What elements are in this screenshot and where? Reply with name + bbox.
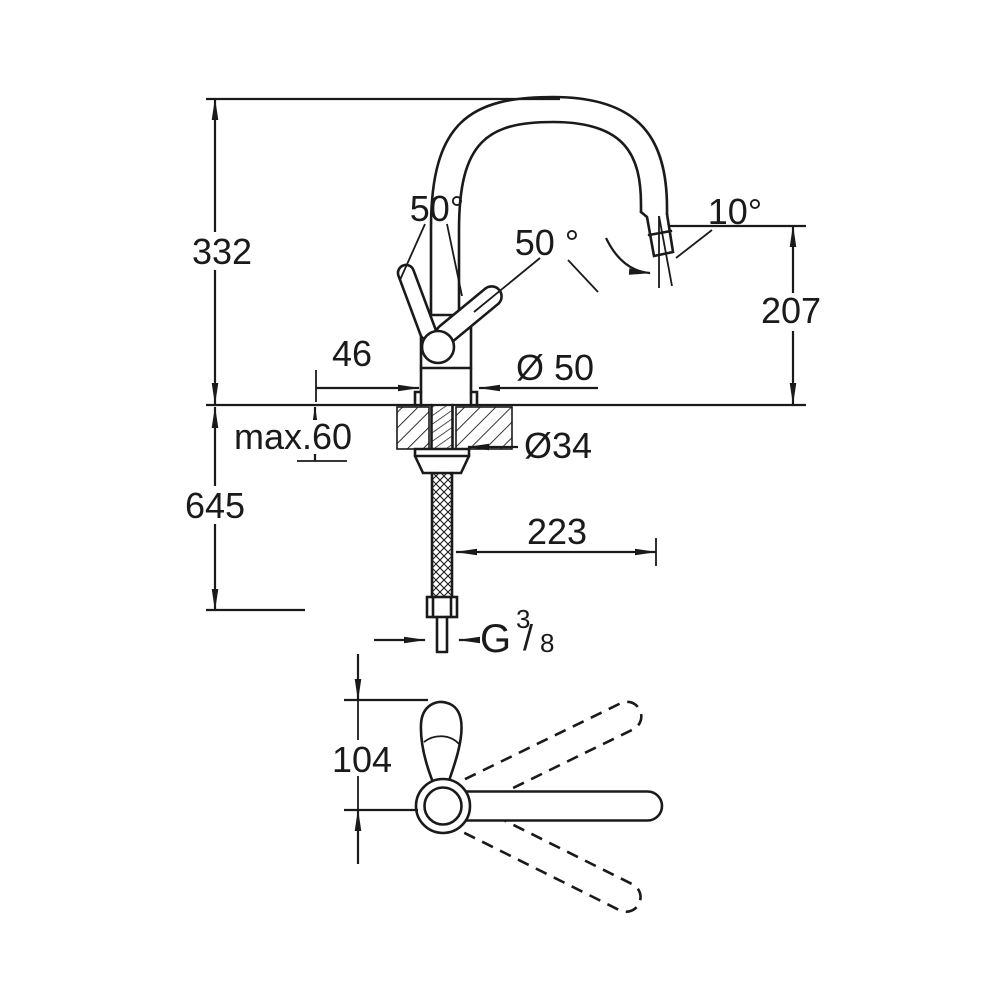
dimension-332: 332 — [188, 97, 560, 405]
spout-outer-curve — [429, 95, 669, 317]
dim-207-label: 207 — [761, 290, 821, 331]
handle-angle-leaders — [399, 223, 599, 313]
spout-outlet — [639, 210, 675, 258]
dimension-104: 104 — [328, 654, 428, 864]
flexible-hose — [430, 471, 454, 599]
mounting-nut — [413, 447, 471, 475]
angle-arrow-arc — [605, 237, 651, 275]
dimension-dia-50: Ø 50 — [478, 347, 598, 392]
connection-pipe — [435, 615, 449, 654]
dim-104-label: 104 — [332, 739, 392, 780]
dimension-dia-34: Ø34 — [467, 425, 592, 466]
spout-top-view — [438, 790, 664, 822]
angle-50-left-label: 50° — [410, 188, 464, 229]
thread-denominator: 8 — [540, 628, 554, 658]
hose-connector — [425, 595, 459, 619]
faucet-side-view — [206, 95, 806, 654]
spout-inner-curve — [457, 120, 643, 317]
handle-top-view-detail — [423, 735, 460, 745]
dim-dia34-label: Ø34 — [524, 425, 592, 466]
thread-g-label: G — [480, 617, 511, 661]
handle-ball-joint — [420, 329, 456, 365]
dimension-207: 207 — [668, 224, 828, 405]
thread-numerator: 3 — [516, 604, 530, 634]
dim-332-label: 332 — [192, 231, 252, 272]
dim-645-label: 645 — [185, 485, 245, 526]
handle-top-view — [419, 700, 463, 796]
dim-max60-label: max.60 — [234, 416, 352, 457]
outlet-angle-10: 10° — [605, 191, 762, 288]
threaded-shaft — [430, 403, 454, 451]
faucet-top-view — [414, 700, 664, 914]
thread-size-g38: G 3 / 8 — [374, 604, 554, 661]
dim-223-label: 223 — [527, 511, 587, 552]
counter-cross-section — [396, 406, 513, 450]
body-top-view-inner — [423, 786, 463, 826]
dimension-645: 645 — [182, 406, 305, 612]
dimension-223: 223 — [455, 511, 657, 566]
dim-46-label: 46 — [332, 333, 372, 374]
dimension-max-60: max.60 — [234, 406, 352, 462]
angle-50-right-label: 50 ° — [515, 222, 579, 263]
thread-slash: / — [523, 617, 533, 658]
dim-dia50-label: Ø 50 — [516, 347, 594, 388]
dimension-46: 46 — [315, 333, 420, 402]
